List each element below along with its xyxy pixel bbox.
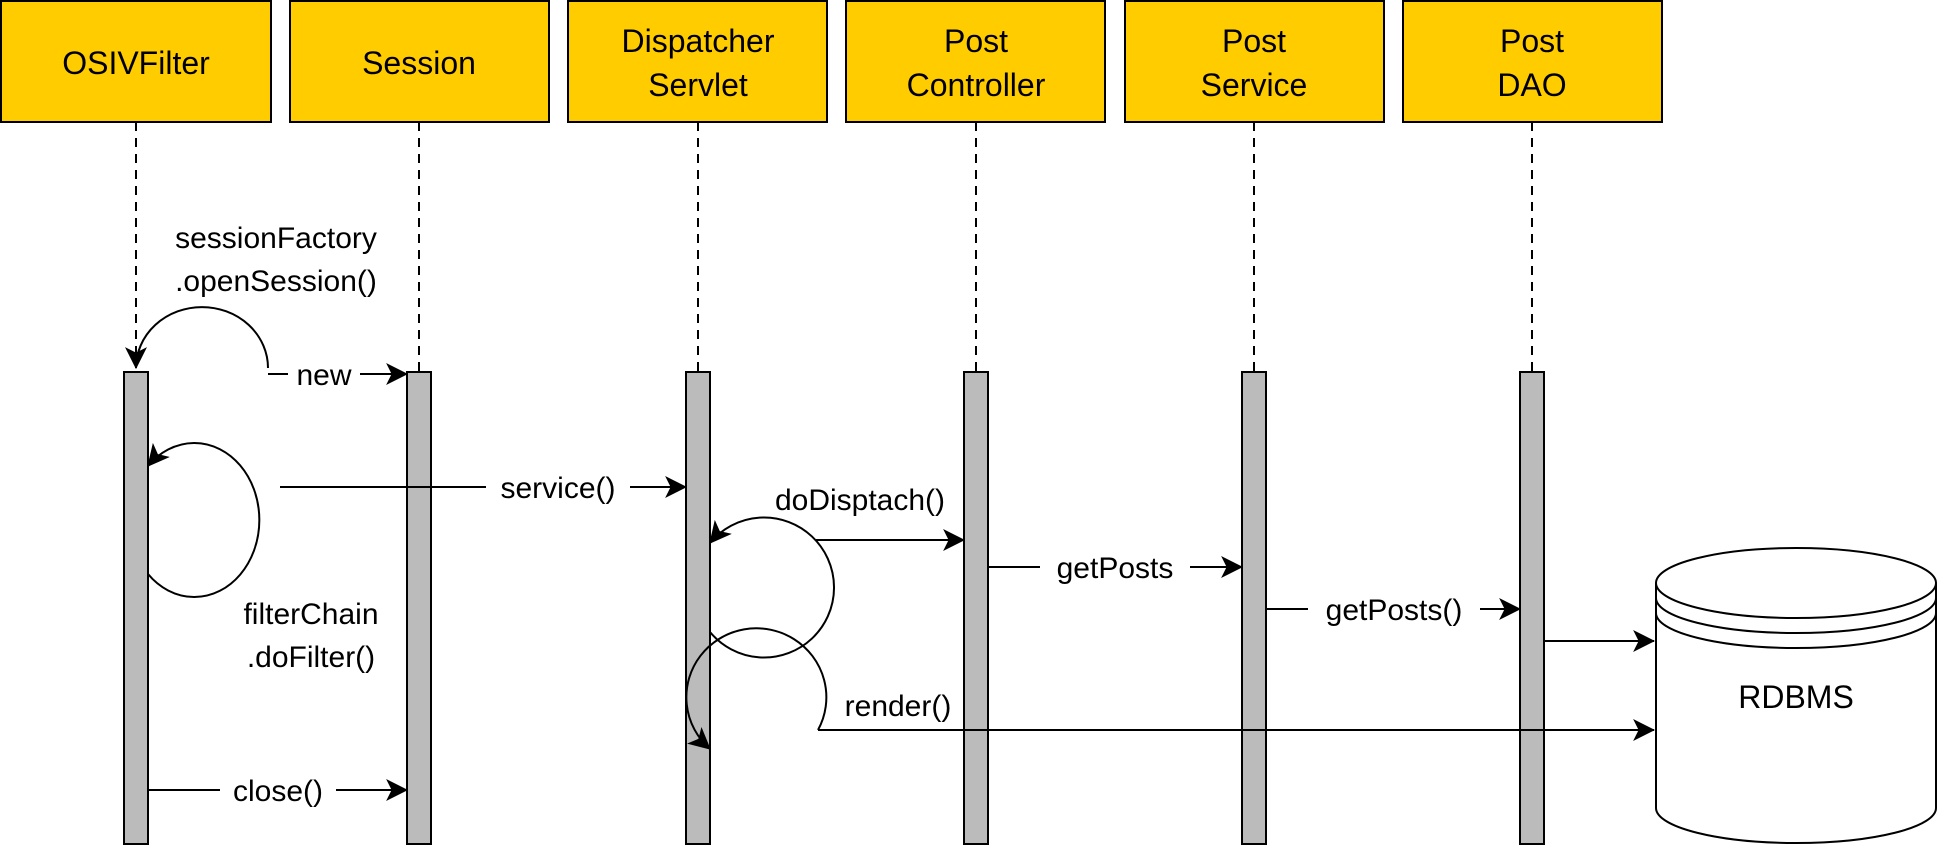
label-background (220, 771, 336, 809)
participant-dispatcher-servlet: Dispatcher Servlet (567, 0, 828, 123)
message-open-session: sessionFactory .openSession() (135, 222, 377, 369)
participant-post-dao: Post DAO (1402, 0, 1663, 123)
message-label-line-2: .openSession() (175, 265, 377, 298)
participant-post-service: Post Service (1124, 0, 1385, 123)
label-background (1308, 590, 1480, 628)
label-background (288, 356, 360, 392)
database-ring-1 (1655, 597, 1937, 634)
participant-box (1402, 0, 1663, 123)
participant-label-line-1: Post (1500, 23, 1564, 59)
message-render: render() (685, 627, 1656, 750)
message-close: close() (148, 771, 409, 809)
participant-label-line-1: Post (1222, 23, 1286, 59)
database-top (1655, 547, 1937, 619)
message-label: doDisptach() (775, 484, 945, 517)
message-do-dispatch: doDisptach() (709, 484, 966, 659)
participant-label-line-2: Controller (907, 67, 1046, 103)
participant-label-line-1: Dispatcher (622, 23, 775, 59)
participant-osiv-filter: OSIVFilter (0, 0, 272, 123)
participant-session: Session (289, 0, 550, 123)
participant-box (289, 0, 550, 123)
database-rdbms: RDBMS (1655, 547, 1937, 844)
activation-controller (963, 371, 989, 845)
message-label-line-1: filterChain (243, 598, 378, 631)
message-service: service() (280, 468, 688, 506)
self-call-arrow (709, 516, 836, 659)
participant-post-controller: Post Controller (845, 0, 1106, 123)
participant-label-line-2: Servlet (648, 67, 748, 103)
participant-box (1124, 0, 1385, 123)
message-label: render() (845, 690, 952, 723)
participant-label-line-1: Post (944, 23, 1008, 59)
message-label: getPosts (1057, 552, 1174, 585)
message-label: getPosts() (1326, 594, 1463, 627)
message-label: close() (233, 775, 323, 808)
participant-label: Session (362, 45, 476, 81)
participant-box (567, 0, 828, 123)
participant-label-line-2: DAO (1497, 67, 1566, 103)
activation-service (1241, 371, 1267, 845)
self-call-arrow (685, 627, 828, 750)
lifelines (418, 122, 1533, 372)
message-service-get-posts: getPosts() (1266, 590, 1522, 628)
self-call-arrow (135, 306, 269, 369)
activation-session (406, 371, 432, 845)
activation-dispatcher (685, 371, 711, 845)
activation-osiv (123, 371, 149, 845)
activation-bars (123, 371, 1545, 845)
participant-box (0, 0, 272, 123)
message-label: service() (500, 472, 615, 505)
message-filter-chain: filterChain .doFilter() (147, 442, 379, 674)
database-label: RDBMS (1738, 679, 1854, 715)
database-ring-2 (1655, 612, 1937, 649)
participant-label: OSIVFilter (62, 45, 210, 81)
self-call-arrow (147, 442, 261, 598)
message-controller-get-posts: getPosts (988, 548, 1244, 586)
label-background (486, 468, 630, 506)
participant-box (845, 0, 1106, 123)
database-body (1655, 583, 1937, 844)
label-background (1040, 548, 1190, 586)
activation-dao (1519, 371, 1545, 845)
participant-label-line-2: Service (1201, 67, 1308, 103)
message-label-line-2: .doFilter() (247, 641, 375, 674)
message-new: new (268, 356, 409, 392)
message-label: new (296, 359, 351, 392)
message-label-line-1: sessionFactory (175, 222, 377, 255)
